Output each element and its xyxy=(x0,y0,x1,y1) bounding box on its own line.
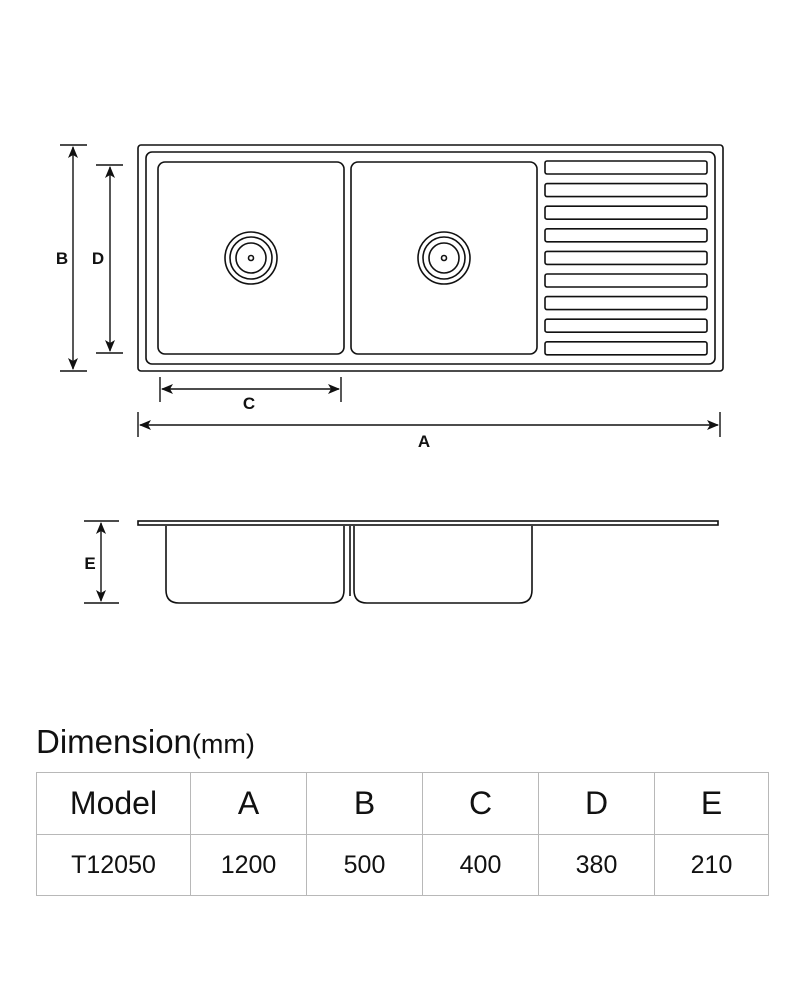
table-title: Dimension(mm) xyxy=(36,720,255,766)
side-left-bowl xyxy=(165,526,345,604)
side-rim xyxy=(137,520,719,526)
dimension-a xyxy=(137,412,721,437)
left-drain-icon xyxy=(224,231,278,285)
label-d: D xyxy=(92,249,104,268)
drainer-rib xyxy=(544,228,708,243)
dimension-c xyxy=(159,377,342,402)
sink-technical-drawing: B D C A E xyxy=(56,144,724,604)
cell-b: 500 xyxy=(306,834,423,896)
right-drain-icon xyxy=(417,231,471,285)
side-right-bowl xyxy=(353,526,533,604)
cell-a: 1200 xyxy=(190,834,307,896)
table-row: T12050 1200 500 400 380 210 xyxy=(36,834,769,896)
drainer-rib xyxy=(544,340,708,356)
table-title-unit: (mm) xyxy=(191,729,255,759)
dimension-table: Model A B C D E T12050 1200 500 400 380 … xyxy=(36,772,769,896)
side-view xyxy=(137,520,719,604)
dimension-d xyxy=(96,164,123,354)
top-view xyxy=(137,144,724,372)
header-b: B xyxy=(306,772,423,835)
drainer-rib xyxy=(544,250,708,266)
table-header-row: Model A B C D E xyxy=(36,772,769,835)
sink-outer-rim xyxy=(137,144,724,372)
cell-model: T12050 xyxy=(36,834,191,896)
label-b: B xyxy=(56,249,68,268)
dimension-b xyxy=(60,144,87,372)
table-title-text: Dimension xyxy=(36,723,192,760)
cell-c: 400 xyxy=(422,834,539,896)
cell-d: 380 xyxy=(538,834,655,896)
drainer-ribs xyxy=(544,160,708,356)
dimension-e xyxy=(84,520,119,604)
drainer-rib xyxy=(544,318,708,334)
label-c: C xyxy=(243,394,255,413)
label-e: E xyxy=(84,554,95,573)
header-e: E xyxy=(654,772,769,835)
label-a: A xyxy=(418,432,430,451)
drainer-rib xyxy=(544,205,708,220)
drainer-rib xyxy=(544,295,708,311)
right-bowl xyxy=(350,161,538,355)
header-model: Model xyxy=(36,772,191,835)
sink-inner-rim xyxy=(145,151,716,365)
header-a: A xyxy=(190,772,307,835)
drainer-rib xyxy=(544,182,708,198)
left-bowl xyxy=(157,161,345,355)
header-d: D xyxy=(538,772,655,835)
cell-e: 210 xyxy=(654,834,769,896)
drainer-rib xyxy=(544,160,708,175)
header-c: C xyxy=(422,772,539,835)
drainer-rib xyxy=(544,273,708,288)
